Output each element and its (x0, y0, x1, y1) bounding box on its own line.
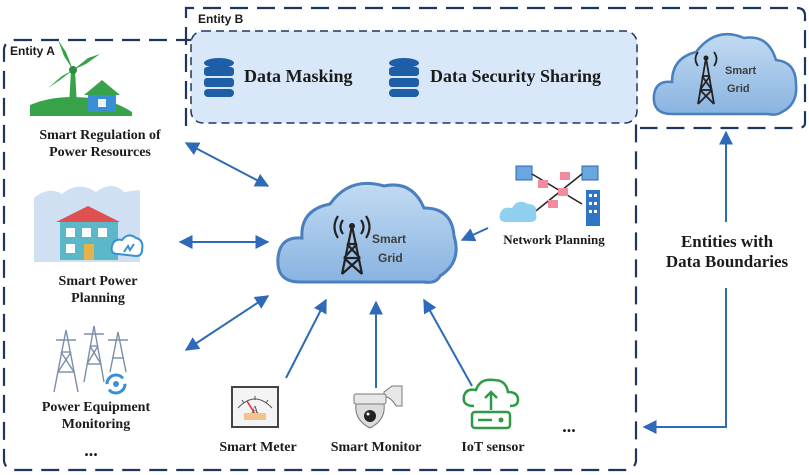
small-cloud-line1: Smart (725, 65, 757, 77)
power-towers-icon (53, 325, 128, 393)
data-masking-label: Data Masking (244, 66, 353, 86)
wind-turbine-house-icon (30, 40, 132, 116)
smart-meter-label: Smart Meter (219, 440, 297, 455)
transmission-tower-icon (694, 51, 718, 105)
small-cloud-line2: Grid (727, 83, 750, 95)
refresh-icon (105, 373, 127, 395)
smart-monitor-label: Smart Monitor (330, 440, 422, 455)
arrow-regulation (184, 142, 270, 187)
transmission-tower-icon (333, 215, 371, 275)
more-devices-ellipsis: ... (562, 416, 576, 436)
smart-grid-cloud-small: Smart Grid (652, 33, 798, 116)
data-security-sharing-label: Data Security Sharing (430, 66, 601, 86)
boundaries-label: Entities with Data Boundaries (648, 232, 806, 273)
planning-label-line1: Smart Power (58, 274, 138, 289)
equipment-label-line1: Power Equipment (41, 400, 151, 415)
network-planning-icon (499, 165, 600, 226)
regulation-label: Smart Regulation of Power Resources (14, 128, 186, 162)
data-panel (190, 30, 638, 124)
arrow-meter (285, 298, 327, 379)
arrow-equipment (184, 295, 270, 351)
entity-b-label: Entity B (198, 12, 244, 26)
network-planning-label: Network Planning (503, 232, 605, 247)
meter-letter: A (251, 405, 259, 416)
regulation-label-line2: Power Resources (49, 144, 151, 160)
entity-b-boundary (184, 6, 807, 130)
more-nodes-ellipsis: ... (84, 440, 98, 460)
cloud-label-line2: Grid (378, 251, 403, 265)
boundaries-label-line1: Entities with (680, 232, 774, 251)
arrow-iot (423, 298, 473, 387)
planning-label-line2: Planning (71, 290, 125, 306)
database-icon (204, 58, 234, 97)
cloud-label-line1: Smart (372, 232, 406, 246)
smart-meter-icon: A (231, 386, 279, 428)
security-camera-icon (353, 385, 403, 429)
boundaries-label-line2: Data Boundaries (665, 252, 789, 272)
equipment-label-line2: Monitoring (61, 416, 131, 432)
arrow-network (460, 227, 489, 242)
planning-label: Smart Power Planning (20, 274, 176, 308)
arrow-boundary-down (642, 288, 727, 434)
database-icon (389, 58, 419, 97)
entity-a-label: Entity A (10, 44, 55, 58)
building-planning-icon (34, 186, 144, 262)
regulation-label-line1: Smart Regulation of (39, 128, 161, 143)
iot-sensor-label: IoT sensor (461, 440, 525, 455)
smart-grid-cloud: Smart Grid (276, 181, 458, 284)
equipment-label: Power Equipment Monitoring (16, 400, 176, 434)
iot-sensor-icon (462, 378, 520, 430)
